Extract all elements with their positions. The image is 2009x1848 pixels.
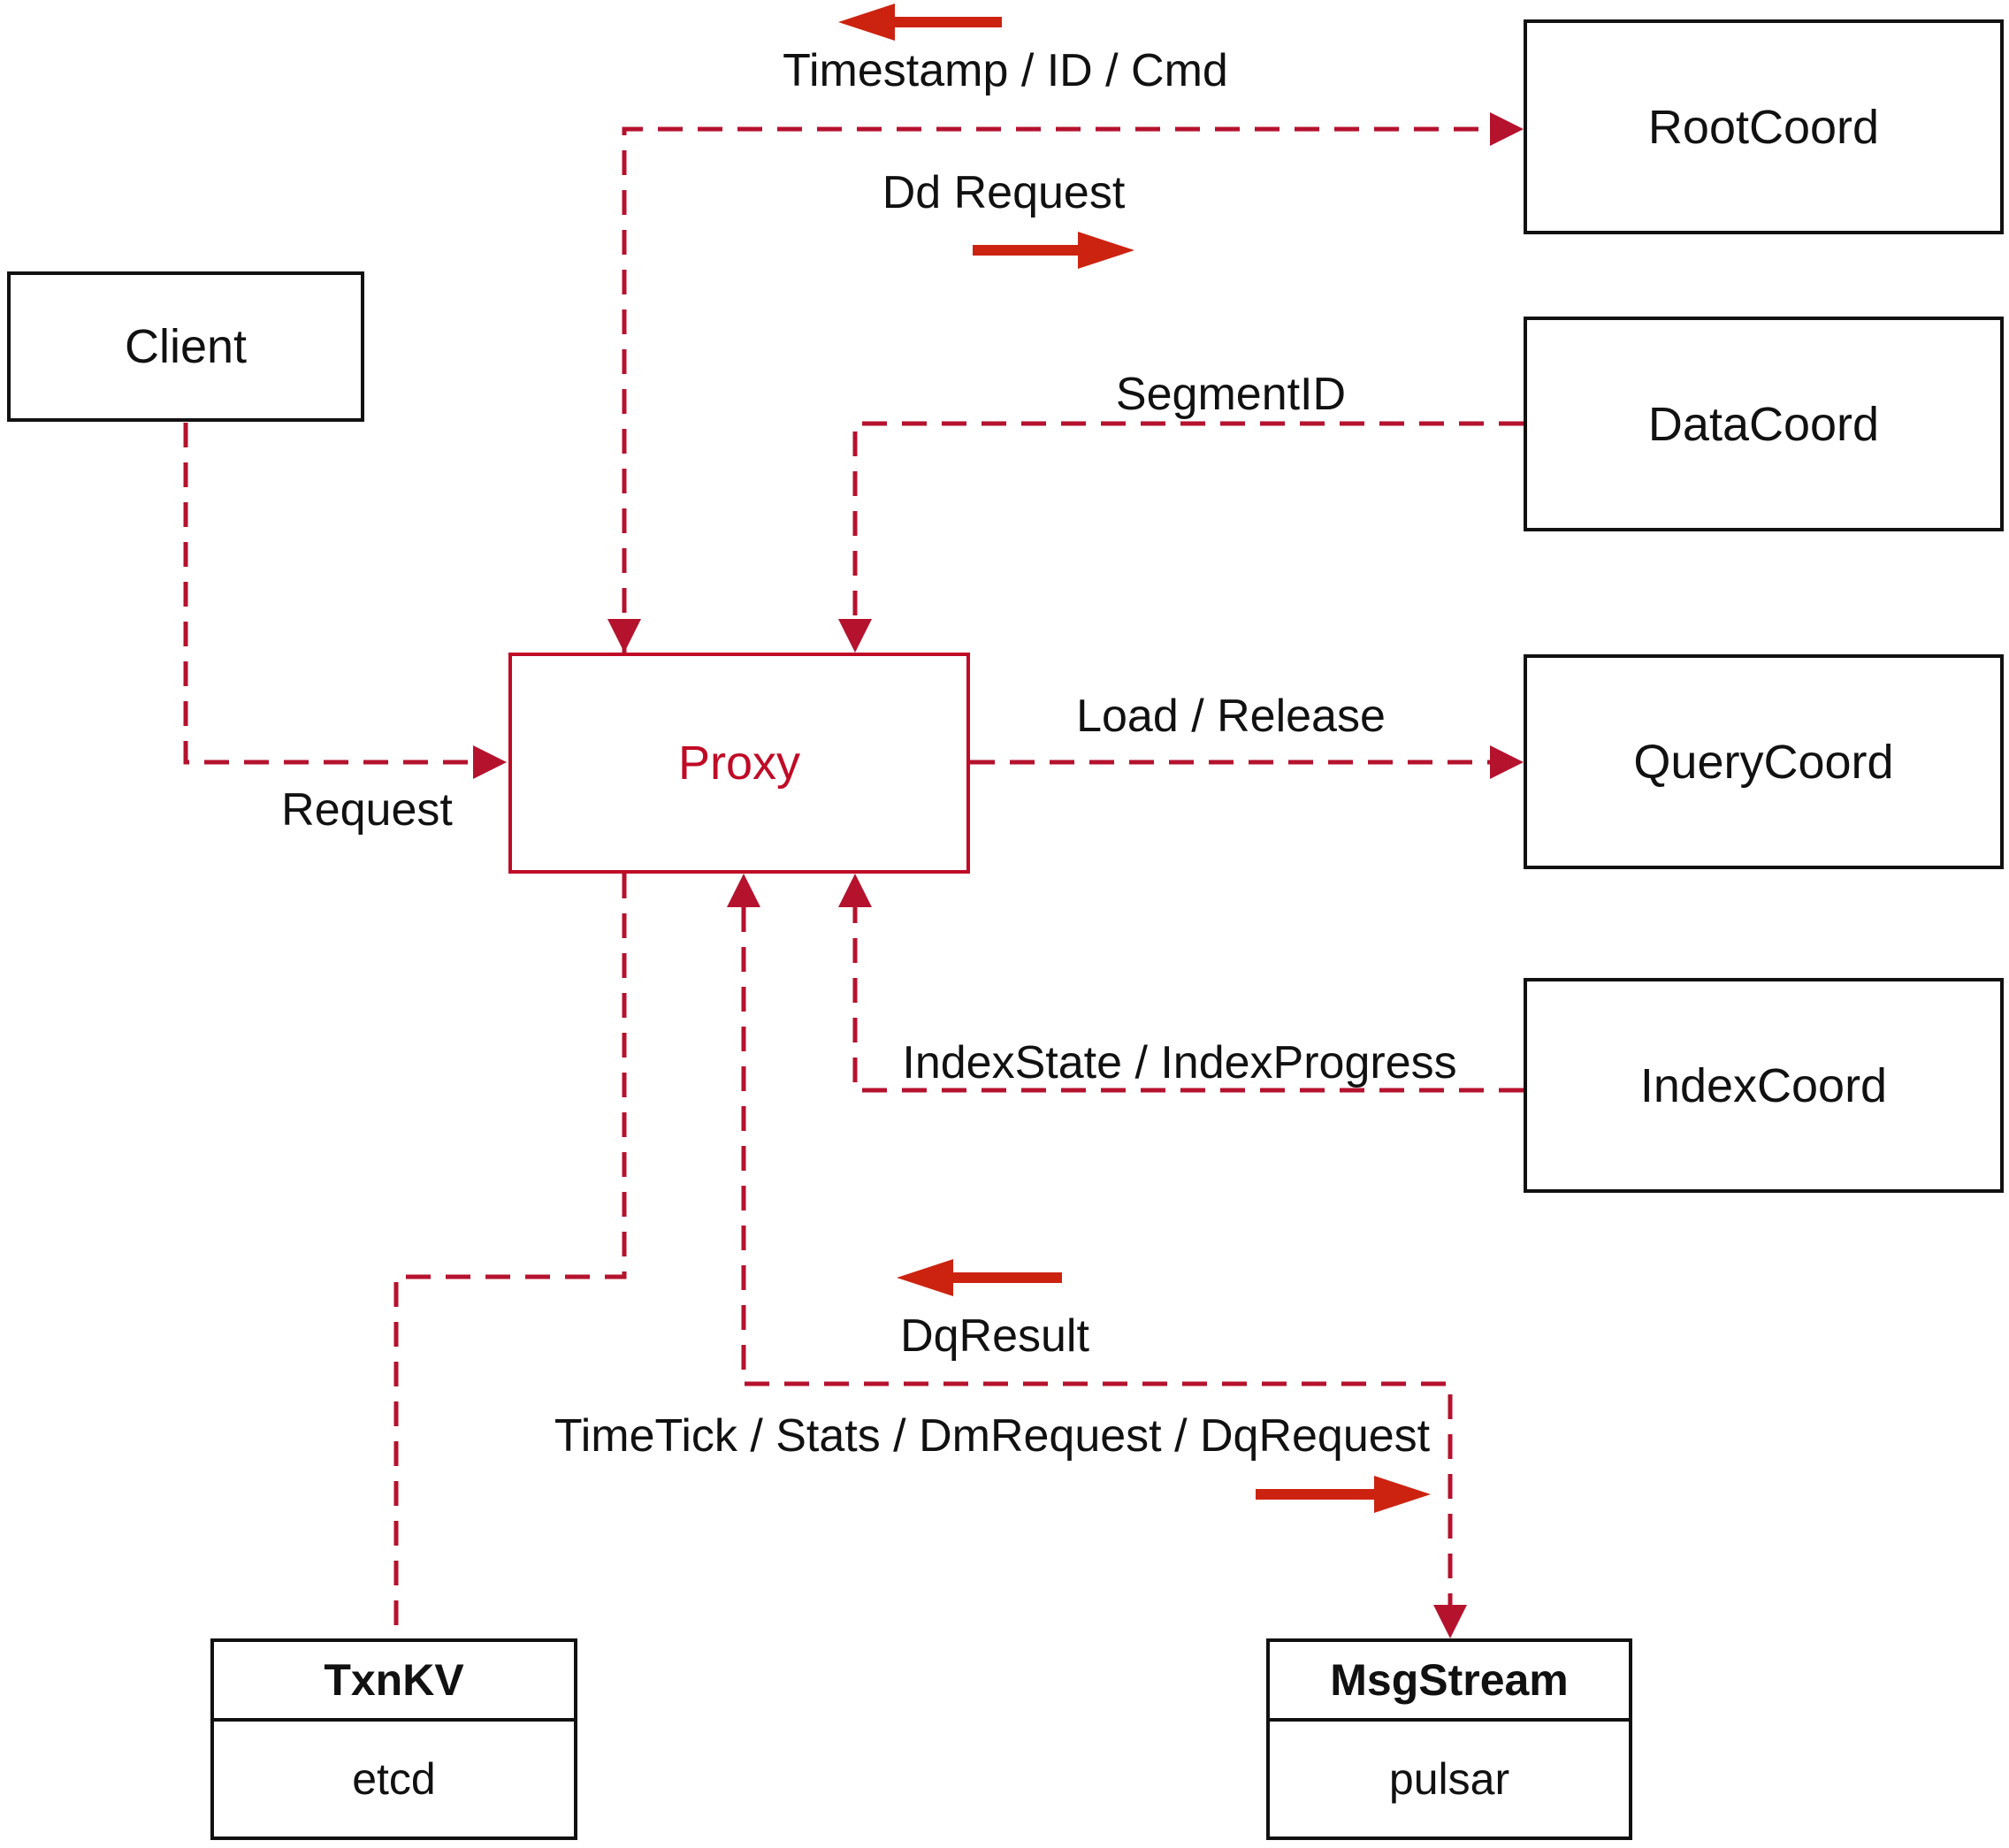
arrowhead-into-proxy-top-left: [607, 619, 641, 653]
node-txnkv-implementation: etcd: [352, 1754, 436, 1804]
node-rootcoord-label: RootCoord: [1647, 100, 1880, 154]
node-client-label: Client: [124, 320, 248, 373]
edge-label-timetick-stats: TimeTick / Stats / DmRequest / DqRequest: [554, 1410, 1431, 1462]
edge-label-indexstate-indexprogress: IndexState / IndexProgress: [902, 1037, 1457, 1088]
direction-arrow-right-dd-request: [973, 232, 1134, 269]
node-indexcoord-label: IndexCoord: [1639, 1058, 1888, 1112]
direction-arrow-right-timetick: [1256, 1476, 1431, 1513]
arrowhead-into-proxy-bottom-right: [838, 874, 872, 907]
edge-label-segmentid: SegmentID: [1115, 369, 1347, 420]
node-msgstream-title: MsgStream: [1270, 1642, 1629, 1722]
edge-indexcoord-proxy: [838, 874, 1524, 1093]
node-msgstream: MsgStream pulsar: [1266, 1638, 1632, 1840]
direction-arrow-left-timestamp: [838, 4, 1002, 41]
node-datacoord-label: DataCoord: [1647, 397, 1880, 451]
edge-proxy-msgstream: [727, 874, 1467, 1638]
node-rootcoord: RootCoord: [1524, 19, 2004, 234]
arrowhead-into-querycoord: [1490, 745, 1524, 779]
direction-arrow-left-dqresult: [897, 1259, 1062, 1296]
edge-client-proxy: [183, 423, 507, 779]
edge-label-dqresult: DqResult: [900, 1310, 1089, 1362]
node-proxy-label: Proxy: [677, 737, 801, 790]
node-querycoord: QueryCoord: [1524, 654, 2004, 869]
arrowhead-into-rootcoord: [1490, 112, 1524, 146]
node-txnkv: TxnKV etcd: [210, 1638, 577, 1840]
arrowhead-into-proxy-top-right: [838, 619, 872, 653]
node-txnkv-title: TxnKV: [214, 1642, 574, 1722]
arrowhead-into-proxy-bottom-left: [727, 874, 760, 907]
edge-label-load-release: Load / Release: [1076, 691, 1386, 742]
node-msgstream-implementation: pulsar: [1388, 1754, 1510, 1804]
node-indexcoord: IndexCoord: [1524, 978, 2004, 1193]
node-client: Client: [7, 271, 364, 422]
edge-datacoord-proxy: [838, 421, 1524, 653]
edge-label-timestamp-id-cmd: Timestamp / ID / Cmd: [783, 45, 1228, 96]
node-proxy: Proxy: [508, 653, 970, 874]
node-datacoord: DataCoord: [1524, 317, 2004, 531]
edge-label-request: Request: [281, 784, 453, 836]
edge-proxy-rootcoord: [607, 112, 1524, 653]
edge-proxy-querycoord: [970, 745, 1524, 779]
arrowhead-into-msgstream: [1433, 1605, 1467, 1638]
edge-label-dd-request: Dd Request: [882, 167, 1126, 218]
node-querycoord-label: QueryCoord: [1633, 735, 1894, 789]
edge-proxy-txnkv: [393, 874, 627, 1638]
arrowhead-into-proxy-left: [473, 745, 507, 779]
